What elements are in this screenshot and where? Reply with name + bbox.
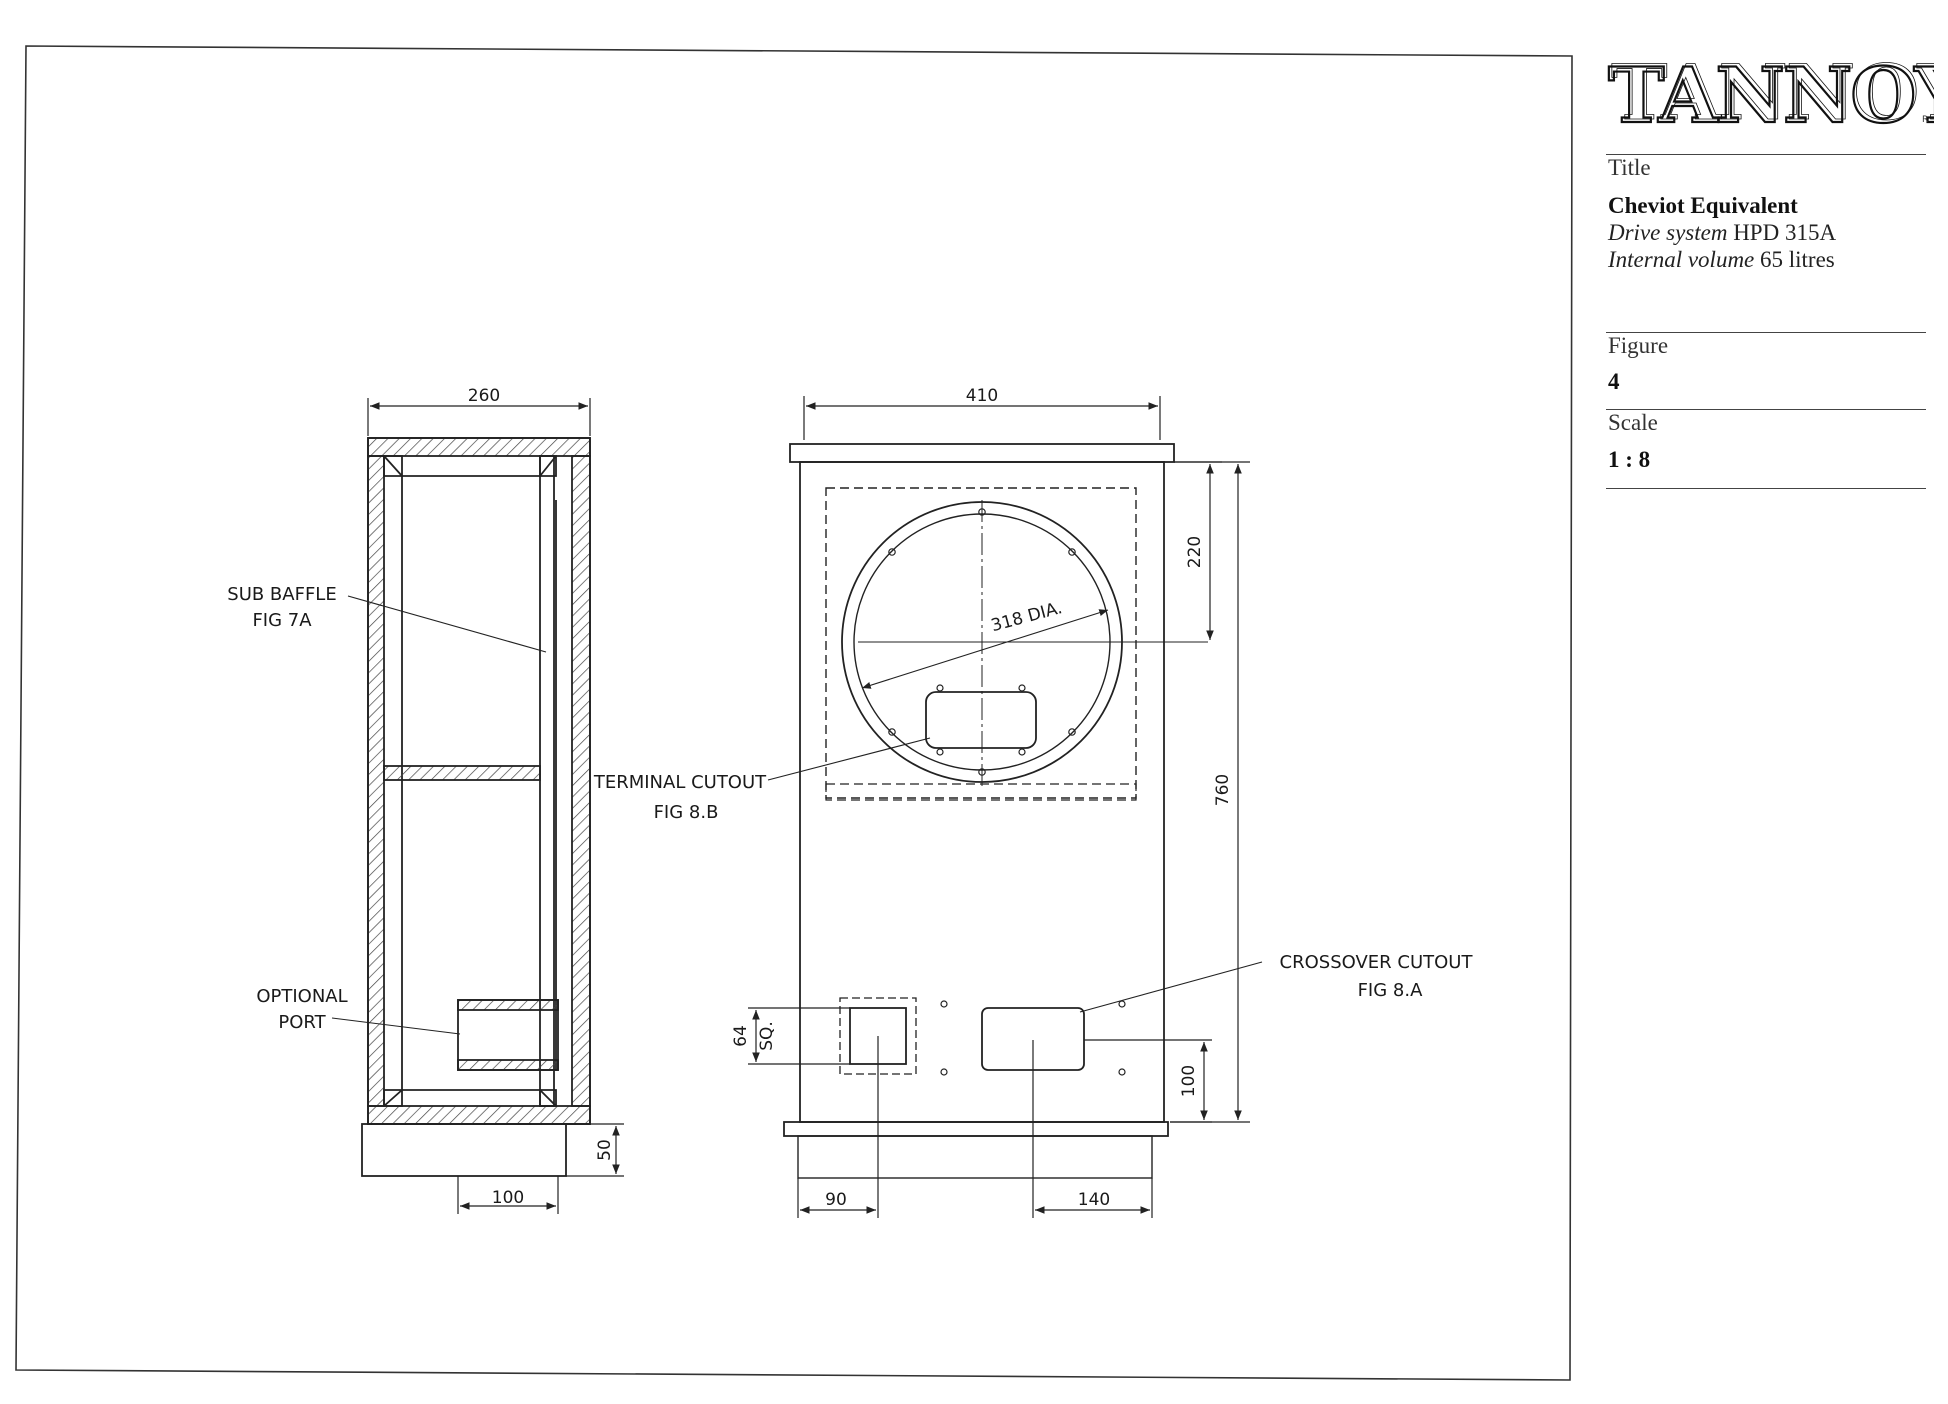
side-bottom-panel [367, 1105, 591, 1125]
crossover-hole [1118, 1000, 1126, 1008]
grille-panel-outline [825, 487, 1137, 799]
title-value: Cheviot Equivalent [1608, 193, 1798, 218]
driver-mounting-hole [1068, 728, 1076, 736]
square-offset-dimension: 90 [825, 1190, 847, 1210]
front-view [783, 443, 1208, 1179]
scale-heading: Scale [1608, 410, 1658, 435]
side-front-baffle [571, 455, 591, 1107]
scale-rule [1606, 409, 1926, 410]
terminal-cutout-label: TERMINAL CUTOUT [593, 772, 767, 793]
side-width-dimension: 260 [468, 386, 500, 406]
grille-panel-bottom-strip [825, 783, 1137, 801]
terminal-hole [1018, 748, 1026, 756]
optional-port-leader [331, 1017, 461, 1035]
side-middle-shelf [383, 765, 541, 781]
corner-block [539, 455, 557, 477]
figure-rule [1606, 332, 1926, 333]
side-plinth [361, 1123, 567, 1177]
terminal-hole [936, 684, 944, 692]
corner-block [383, 455, 403, 477]
title-heading: Title [1608, 155, 1651, 180]
driver-mounting-hole [888, 728, 896, 736]
front-width-dimension: 410 [966, 386, 998, 406]
title-block-rule [1606, 154, 1926, 155]
internal-volume-line: Internal volume 65 litres [1608, 247, 1835, 273]
driver-centre-dimension: 220 [1185, 536, 1205, 568]
crossover-hole [940, 1068, 948, 1076]
port-width-dimension: 100 [492, 1188, 524, 1208]
figure-value: 4 [1608, 369, 1620, 394]
side-top-panel [367, 437, 591, 457]
internal-volume-label: Internal volume [1608, 247, 1755, 272]
plinth-height-dimension: 50 [595, 1139, 615, 1161]
terminal-cutout-fig-label: FIG 8.B [654, 802, 719, 823]
driver-mounting-hole [978, 768, 986, 776]
square-cutout-frame [839, 997, 917, 1075]
crossover-hole [1118, 1068, 1126, 1076]
side-dimensions [367, 398, 624, 1214]
internal-volume-value: 65 litres [1760, 247, 1835, 272]
optional-port-label: OPTIONAL [256, 986, 347, 1007]
driver-mounting-hole [888, 548, 896, 556]
logo-text-inner: TANNOY [1611, 50, 1934, 137]
scale-bottom-rule [1606, 488, 1926, 489]
optional-port-label-2: PORT [278, 1012, 326, 1033]
driver-mounting-hole [1068, 548, 1076, 556]
terminal-cutout [925, 691, 1037, 749]
terminal-hole [1018, 684, 1026, 692]
drive-system-line: Drive system HPD 315A [1608, 220, 1836, 246]
front-plinth [797, 1135, 1153, 1179]
sub-baffle-fig-label: FIG 7A [252, 610, 312, 631]
tannoy-logo: TANNOY TANNOY R [1607, 50, 1934, 140]
sub-baffle-leader [347, 595, 547, 653]
crossover-hole [940, 1000, 948, 1008]
scale-value: 1 : 8 [1608, 447, 1651, 472]
corner-block [383, 1089, 403, 1107]
crossover-cutout-fig-label: FIG 8.A [1358, 980, 1424, 1001]
overall-height-dimension: 760 [1213, 774, 1233, 806]
logo-text: TANNOY [1608, 51, 1934, 140]
drive-system-value: HPD 315A [1733, 220, 1837, 245]
terminal-cutout-leader [767, 737, 931, 781]
square-size-dimension: 64 [731, 1025, 751, 1047]
registered-mark: R [1922, 115, 1928, 125]
terminal-hole [936, 748, 944, 756]
side-view [361, 437, 591, 1177]
side-back-panel [367, 455, 385, 1107]
front-bottom-cap [783, 1121, 1169, 1137]
driver-diameter-label: 318 DIA. [989, 598, 1064, 636]
driver-mounting-hole [978, 508, 986, 516]
drive-system-label: Drive system [1608, 220, 1728, 245]
square-size-dimension-sq: SQ. [757, 1021, 777, 1051]
crossover-offset-dimension: 140 [1078, 1190, 1110, 1210]
driver-diameter-line [861, 609, 1109, 689]
cutout-height-dimension: 100 [1179, 1065, 1199, 1097]
corner-block [539, 1089, 557, 1107]
figure-heading: Figure [1608, 333, 1669, 358]
sub-baffle-label: SUB BAFFLE [227, 584, 336, 605]
front-top-cap [789, 443, 1175, 463]
sheet-border [15, 45, 1573, 1381]
optional-port-wall-bottom [457, 1059, 559, 1071]
optional-port-wall-top [457, 999, 559, 1011]
front-dimensions [748, 396, 1250, 1218]
crossover-cutout-label: CROSSOVER CUTOUT [1280, 952, 1474, 973]
crossover-cutout-leader [1079, 961, 1263, 1013]
